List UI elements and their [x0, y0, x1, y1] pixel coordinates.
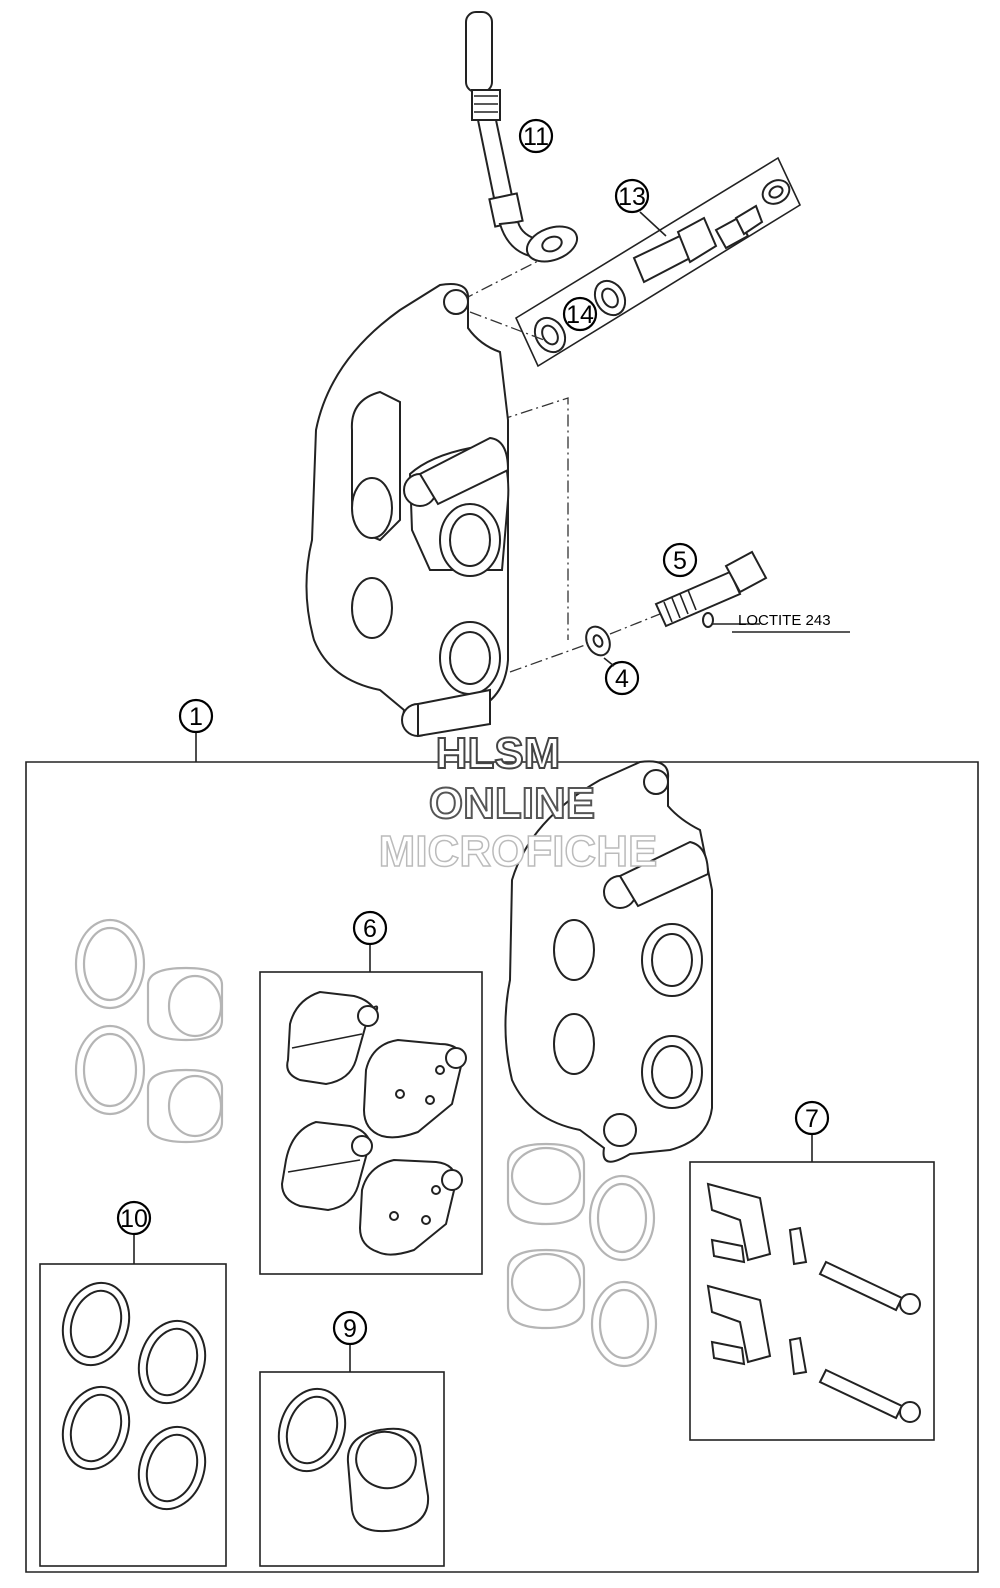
watermark-line-2: ONLINE	[429, 779, 595, 828]
seal-rings	[61, 1281, 207, 1511]
piston-group-lower	[506, 1142, 658, 1368]
callout-5-label: 5	[673, 547, 687, 575]
loctite-label: LOCTITE 243	[738, 612, 831, 629]
leader-line	[509, 643, 589, 673]
banjo-kit	[514, 156, 802, 368]
callout-1-label: 1	[189, 703, 203, 731]
brake-hose	[465, 11, 579, 263]
callout-4: 4	[604, 660, 640, 696]
leader-line	[461, 259, 541, 301]
leader-line	[603, 657, 615, 667]
hardware-box	[689, 1161, 935, 1441]
callout-6: 6	[352, 910, 388, 946]
brake-pad	[362, 1038, 467, 1139]
leader-line	[609, 613, 661, 635]
callout-14: 14	[562, 296, 598, 332]
piston-seal-pair	[277, 1387, 430, 1532]
watermark-line-1: HLSM	[436, 729, 561, 778]
callout-13-label: 13	[618, 183, 646, 211]
callout-9-label: 9	[343, 1315, 357, 1343]
callout-7-label: 7	[805, 1105, 819, 1133]
leader-line	[469, 311, 545, 341]
seal-kit-box	[39, 1263, 227, 1567]
watermark-line-3: MICROFICHE	[379, 827, 658, 876]
retaining-spring	[706, 1182, 772, 1366]
brake-pad	[286, 990, 379, 1086]
leader-line	[499, 397, 569, 640]
callout-7: 7	[794, 1100, 830, 1136]
caliper-body	[504, 760, 713, 1163]
callout-11-label: 11	[523, 123, 549, 151]
callout-10-label: 10	[120, 1205, 148, 1233]
assembly-frame	[25, 761, 979, 1573]
brake-caliper	[305, 283, 510, 738]
callout-10: 10	[116, 1200, 152, 1236]
callout-11: 11	[518, 118, 554, 154]
callout-13: 13	[614, 178, 650, 214]
brake-pad-box	[259, 971, 483, 1275]
clip	[788, 1226, 808, 1376]
brake-pad	[358, 1158, 463, 1256]
leader-line	[639, 211, 667, 237]
piston-kit-box	[259, 1371, 445, 1567]
caliper-bolt	[654, 550, 768, 628]
callout-5: 5	[662, 542, 698, 578]
callout-6-label: 6	[363, 915, 377, 943]
seal-group	[74, 918, 146, 1116]
callout-4-label: 4	[615, 665, 629, 693]
callout-14-label: 14	[566, 301, 594, 329]
brake-pad	[280, 1120, 373, 1212]
watermark: HLSM ONLINE MICROFICHE	[378, 728, 658, 877]
pad-pin	[818, 1260, 921, 1423]
callout-9: 9	[332, 1310, 368, 1346]
callout-1: 1	[178, 698, 214, 734]
piston-group	[146, 966, 224, 1144]
washer	[585, 625, 611, 657]
